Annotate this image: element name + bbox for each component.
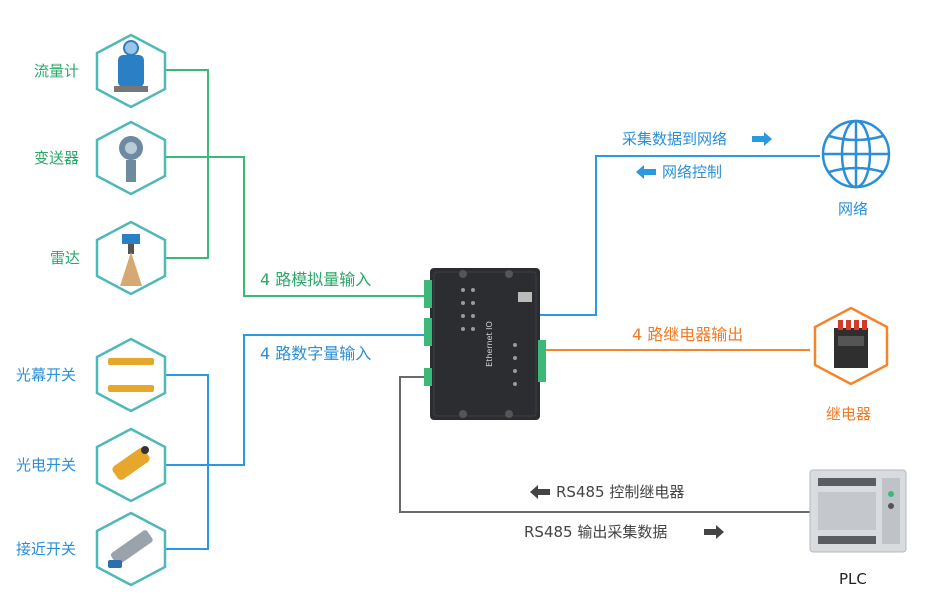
line-rs485 xyxy=(399,376,810,513)
label-analog-input: 4 路模拟量输入 xyxy=(260,270,372,289)
line-light-curtain xyxy=(165,374,209,550)
label-plc: PLC xyxy=(839,570,867,588)
plc-icon xyxy=(809,469,907,553)
label-network-control: 网络控制 xyxy=(662,163,723,181)
label-light-curtain: 光幕开关 xyxy=(16,366,77,384)
line-flowmeter xyxy=(165,69,209,259)
label-transmitter: 变送器 xyxy=(34,149,80,167)
arrow-right-icon xyxy=(704,525,724,539)
label-collect-to-network: 采集数据到网络 xyxy=(622,130,728,148)
label-flowmeter: 流量计 xyxy=(34,62,80,80)
line-network xyxy=(538,155,820,316)
label-network: 网络 xyxy=(838,200,869,218)
label-relay-output: 4 路继电器输出 xyxy=(632,325,744,344)
light-curtain-icon xyxy=(95,337,167,413)
radar-level-icon xyxy=(95,220,167,296)
label-photoelectric: 光电开关 xyxy=(16,456,77,474)
globe-icon xyxy=(821,119,891,189)
label-proximity: 接近开关 xyxy=(16,540,77,558)
line-photoelectric xyxy=(165,334,430,466)
photoelectric-switch-icon xyxy=(95,427,167,503)
line-transmitter xyxy=(165,156,430,297)
arrow-left-icon xyxy=(636,165,656,179)
arrow-left-icon xyxy=(530,485,550,499)
flowmeter-icon xyxy=(95,33,167,109)
device-model: Ethernet IO xyxy=(485,321,494,367)
label-relay: 继电器 xyxy=(826,405,872,423)
label-radar: 雷达 xyxy=(50,249,81,267)
label-rs485-control: RS485 控制继电器 xyxy=(556,483,685,501)
label-digital-input: 4 路数字量输入 xyxy=(260,344,372,363)
arrow-right-icon xyxy=(752,132,772,146)
proximity-switch-icon xyxy=(95,511,167,587)
relay-icon xyxy=(813,306,889,386)
transmitter-icon xyxy=(95,120,167,196)
label-rs485-output: RS485 输出采集数据 xyxy=(524,523,668,541)
ethernet-io-module: Ethernet IO xyxy=(424,268,546,420)
